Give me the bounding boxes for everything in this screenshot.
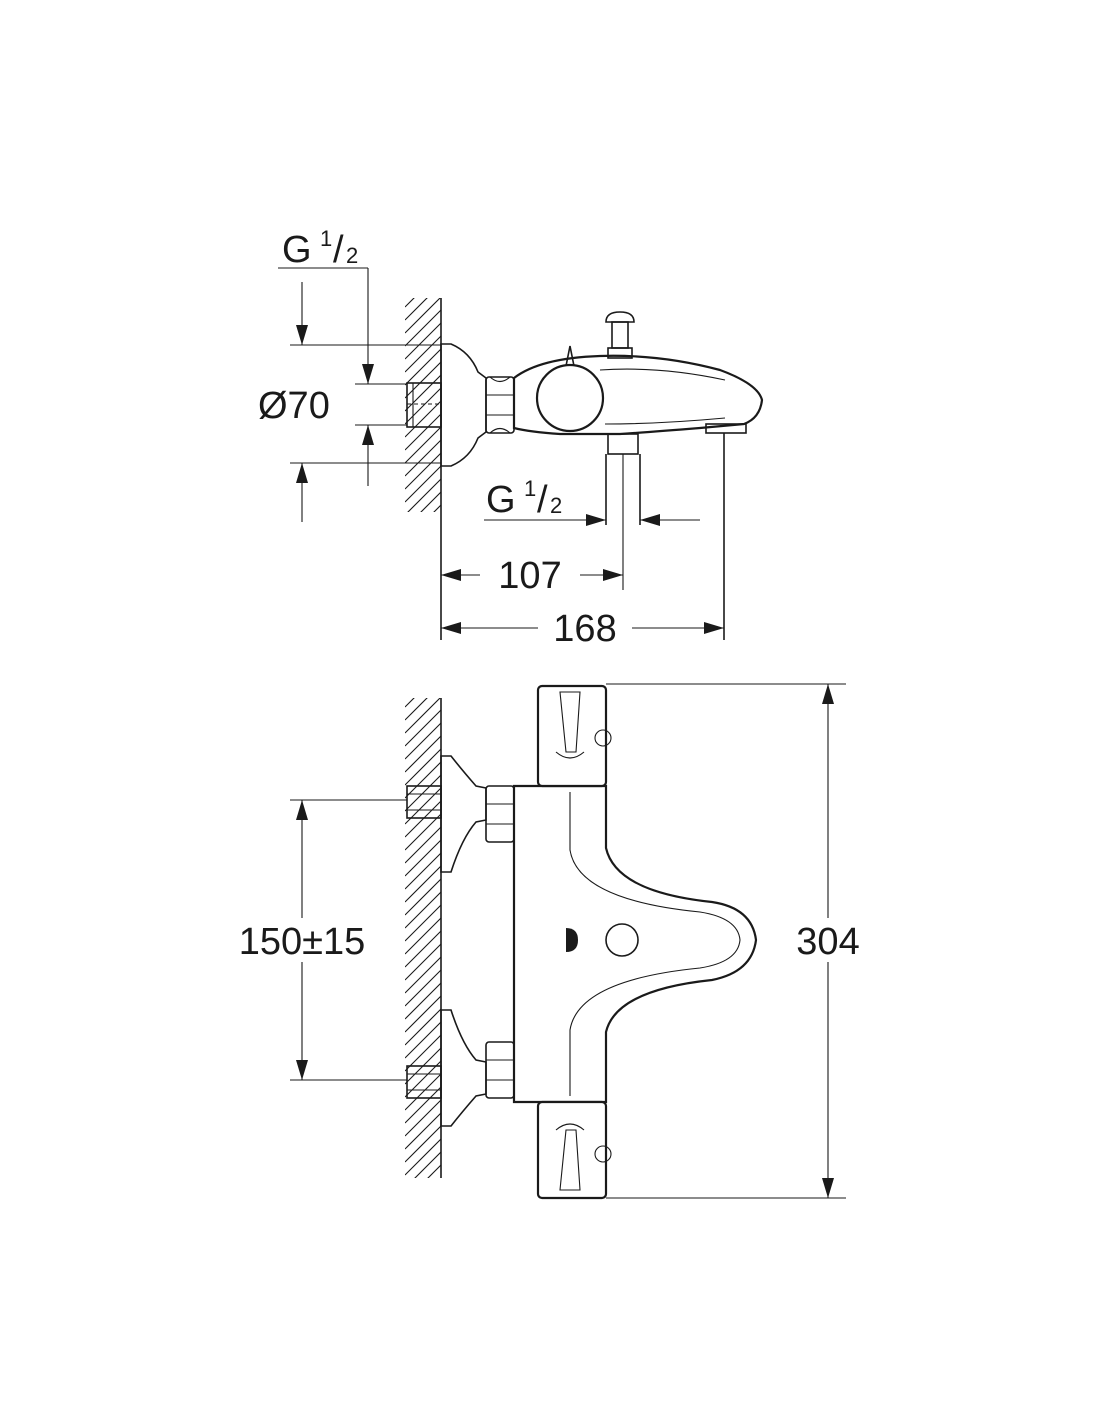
wall-hatch-line — [405, 298, 428, 321]
wall-hatch-line — [427, 1164, 441, 1178]
wall-hatch-line — [405, 748, 441, 786]
wall-hatch-line — [405, 698, 441, 734]
wall-hatch-line — [405, 413, 441, 451]
wall-hatch-line — [405, 1125, 441, 1163]
wall-hatch-line — [405, 878, 441, 916]
wall-hatch-line — [405, 1138, 441, 1176]
inlet-lower — [406, 1009, 515, 1127]
wall-hatch-line — [407, 478, 441, 512]
thread-slash-bottom: / — [537, 479, 548, 521]
handle-side — [535, 363, 605, 433]
diverter-button — [605, 923, 639, 957]
wall-hatch-line — [405, 309, 441, 347]
wall-hatch-line — [405, 400, 441, 438]
dim-168-label: 168 — [553, 608, 616, 650]
wall-hatch-line — [405, 943, 441, 981]
wall-hatch-line — [405, 891, 441, 929]
indicator-mark — [566, 928, 578, 952]
inlet-upper — [406, 755, 515, 873]
wall-hatch-line — [405, 518, 441, 554]
wall-hatch-line — [405, 722, 441, 760]
thread-prefix-top: G — [282, 229, 312, 271]
wall-hatch-line — [405, 426, 441, 464]
wall-hatch-line — [405, 1021, 441, 1059]
wall-hatch-line — [405, 774, 441, 812]
dimension-thread-outlet: G 1 / 2 — [484, 476, 700, 526]
wall-hatch-line — [405, 1112, 441, 1150]
wall-hatch-line — [405, 298, 415, 308]
wall-hatch-line — [405, 387, 441, 425]
wall-hatch-line — [405, 1099, 441, 1137]
dimension-thread-inlet: G 1 / 2 — [278, 226, 374, 486]
dimension-304: 304 — [790, 684, 866, 1198]
wall-hatch-line — [405, 969, 441, 1007]
front-view: 150±15 304 — [228, 658, 866, 1200]
wall-hatch-line — [420, 491, 441, 512]
wall-hatch-line — [414, 1151, 441, 1178]
wall-hatch-line — [405, 258, 441, 294]
wall-hatch-line — [433, 504, 441, 512]
wall-hatch-line — [405, 439, 441, 477]
shower-outlet — [605, 433, 641, 590]
wall-hatch-line — [405, 348, 441, 386]
dim-107-label: 107 — [498, 555, 561, 597]
dim-150-label: 150±15 — [239, 921, 366, 963]
dim-304-label: 304 — [796, 921, 859, 963]
wall-hatch-line — [405, 1008, 441, 1046]
wall-hatch-line — [405, 930, 441, 968]
thread-numerator-top: 1 — [320, 226, 332, 251]
diameter-label: Ø70 — [258, 385, 330, 427]
wall-hatch-line — [405, 709, 441, 747]
wall-hatch-line — [405, 800, 441, 838]
wall-hatch-line — [405, 813, 441, 851]
wall-hatch-line — [405, 904, 441, 942]
temperature-handle — [536, 684, 612, 788]
dimension-diameter: Ø70 — [258, 282, 330, 522]
wall-hatch-line — [405, 826, 441, 864]
dimension-168: 168 — [441, 608, 724, 650]
thread-denominator-bottom: 2 — [550, 493, 562, 518]
flow-handle — [536, 1100, 612, 1200]
lever-tip — [565, 345, 575, 367]
hex-nut-side — [485, 376, 515, 434]
wall-hatch-line — [405, 995, 441, 1033]
wall-bottom — [405, 658, 442, 1178]
wall-hatch-line — [405, 1034, 441, 1072]
wall-hatch-line — [405, 698, 415, 708]
thread-slash-top: / — [333, 229, 344, 271]
mixer-body-front — [512, 784, 758, 1104]
wall-hatch-line — [405, 1086, 441, 1124]
wall-hatch-line — [405, 865, 441, 903]
thread-prefix-bottom: G — [486, 479, 516, 521]
wall-hatch-line — [405, 452, 441, 490]
wall-top — [405, 258, 442, 640]
wall-hatch-line — [405, 1060, 441, 1098]
wall-hatch-line — [440, 1177, 441, 1178]
wall-hatch-line — [405, 298, 441, 334]
wall-hatch-line — [405, 839, 441, 877]
dimension-107: 107 — [441, 555, 623, 597]
wall-hatch-line — [405, 322, 441, 360]
spout-outlet — [705, 423, 747, 434]
wall-hatch-line — [405, 982, 441, 1020]
wall-hatch-line — [405, 374, 441, 412]
escutcheon-side — [440, 343, 487, 467]
thread-denominator-top: 2 — [346, 243, 358, 268]
wall-hatch-line — [405, 335, 441, 373]
thread-numerator-bottom: 1 — [524, 476, 536, 501]
wall-hatch-line — [405, 956, 441, 994]
wall-hatch-line — [405, 852, 441, 890]
wall-hatch-line — [405, 465, 441, 503]
wall-hatch-line — [405, 917, 441, 955]
wall-hatch-line — [405, 658, 441, 694]
wall-hatch-line — [405, 698, 428, 721]
wall-hatch-line — [405, 735, 441, 773]
wall-hatch-line — [405, 361, 441, 399]
dimension-150: 150±15 — [228, 800, 378, 1080]
wall-hatch-line — [405, 761, 441, 799]
wall-hatch-line — [405, 1073, 441, 1111]
side-view: Ø70 G 1 / 2 G 1 / 2 — [258, 226, 764, 650]
diverter-knob — [605, 311, 635, 359]
